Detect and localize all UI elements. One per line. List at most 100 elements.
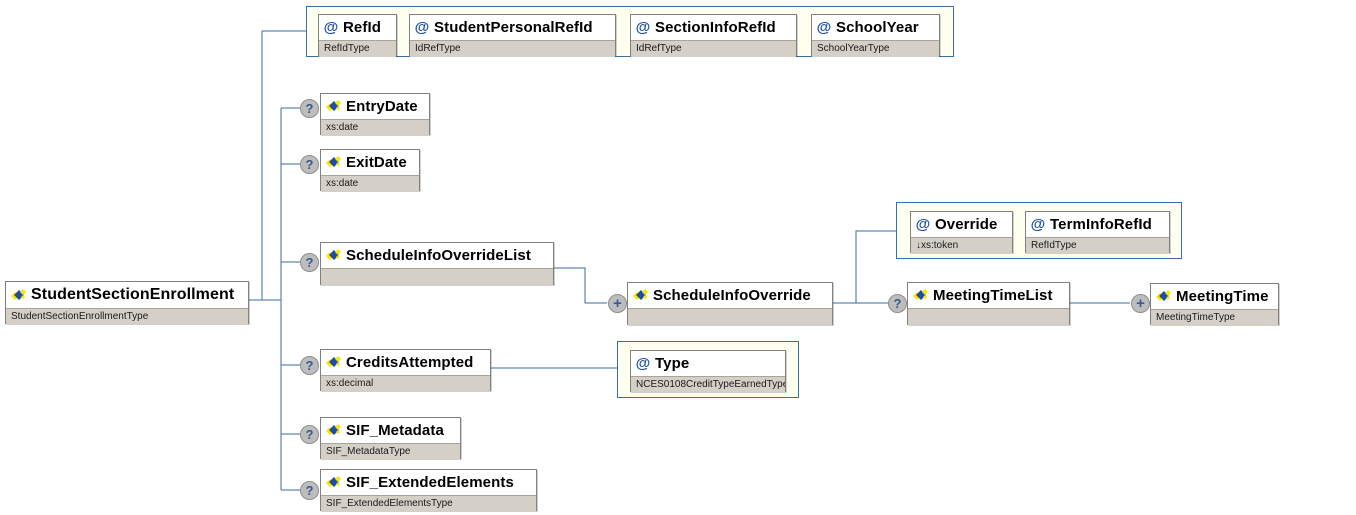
element-typebar: xs:decimal	[321, 375, 490, 392]
attribute-typebar: IdRefType	[410, 40, 615, 57]
element-node-creditsattempted[interactable]: CreditsAttempted xs:decimal	[320, 349, 491, 392]
wire-overridelist-to-override	[554, 267, 607, 304]
attribute-icon: @	[635, 355, 651, 372]
attribute-typebar: RefIdType	[1026, 237, 1169, 254]
attribute-icon: @	[1030, 216, 1046, 233]
attribute-typebar: NCES0108CreditTypeEarnedType	[631, 376, 785, 393]
attribute-node-override[interactable]: @ Override ↓xs:token	[910, 211, 1013, 254]
element-name: ExitDate	[346, 154, 407, 171]
occurrence-marker-sifextendedelements[interactable]: ?	[300, 481, 319, 500]
element-node-scheduleinfooverride[interactable]: ScheduleInfoOverride	[627, 282, 833, 325]
occurrence-marker-scheduleinfooverridelist[interactable]: ?	[300, 253, 319, 272]
element-node-meetingtime[interactable]: MeetingTime MeetingTimeType	[1150, 283, 1279, 326]
attribute-title: @ SectionInfoRefId	[631, 15, 796, 40]
element-name: ScheduleInfoOverride	[653, 287, 811, 304]
occurrence-marker-meetingtimelist[interactable]: ?	[888, 294, 907, 313]
element-icon	[1155, 289, 1172, 304]
occurrence-marker-exitdate[interactable]: ?	[300, 155, 319, 174]
root-type: StudentSectionEnrollmentType	[11, 311, 149, 322]
attribute-title: @ RefId	[319, 15, 396, 40]
attribute-type: NCES0108CreditTypeEarnedType	[636, 379, 785, 390]
element-title: SIF_ExtendedElements	[321, 470, 536, 495]
attribute-type: ↓xs:token	[916, 240, 959, 251]
element-icon	[325, 155, 342, 170]
element-type: xs:date	[326, 178, 359, 189]
element-typebar: MeetingTimeType	[1151, 309, 1278, 326]
attribute-node-terminforefid[interactable]: @ TermInfoRefId RefIdType	[1025, 211, 1170, 254]
element-typebar	[628, 308, 832, 325]
element-type: SIF_MetadataType	[326, 446, 411, 457]
element-title: ExitDate	[321, 150, 419, 175]
attribute-icon: @	[635, 19, 651, 36]
element-type: xs:date	[326, 122, 359, 133]
attribute-type: IdRefType	[636, 43, 682, 54]
root-title: StudentSectionEnrollment	[6, 282, 248, 308]
attribute-node-sectioninforefid[interactable]: @ SectionInfoRefId IdRefType	[630, 14, 797, 57]
attribute-title: @ StudentPersonalRefId	[410, 15, 615, 40]
element-type: SIF_ExtendedElementsType	[326, 498, 453, 509]
occurrence-marker-creditsattempted[interactable]: ?	[300, 356, 319, 375]
attribute-node-refid[interactable]: @ RefId RefIdType	[318, 14, 397, 57]
attribute-title: @ TermInfoRefId	[1026, 212, 1169, 237]
root-name: StudentSectionEnrollment	[31, 286, 235, 303]
root-node-studentsectionenrollment[interactable]: StudentSectionEnrollment StudentSectionE…	[5, 281, 249, 325]
element-node-sif-extendedelements[interactable]: SIF_ExtendedElements SIF_ExtendedElement…	[320, 469, 537, 512]
attribute-node-studentpersonalrefid[interactable]: @ StudentPersonalRefId IdRefType	[409, 14, 616, 57]
attribute-typebar: IdRefType	[631, 40, 796, 57]
element-name: MeetingTimeList	[933, 287, 1053, 304]
attribute-node-type[interactable]: @ Type NCES0108CreditTypeEarnedType	[630, 350, 786, 393]
attribute-icon: @	[915, 216, 931, 233]
element-typebar: xs:date	[321, 119, 429, 136]
attribute-type: SchoolYearType	[817, 43, 890, 54]
attribute-type: IdRefType	[415, 43, 461, 54]
attribute-icon: @	[414, 19, 430, 36]
occurrence-marker-entrydate[interactable]: ?	[300, 99, 319, 118]
attribute-name: StudentPersonalRefId	[434, 19, 593, 36]
element-typebar: SIF_MetadataType	[321, 443, 460, 460]
root-typebar: StudentSectionEnrollmentType	[6, 308, 248, 325]
element-title: ScheduleInfoOverride	[628, 283, 832, 308]
element-icon	[325, 99, 342, 114]
attribute-typebar: ↓xs:token	[911, 237, 1012, 254]
element-title: CreditsAttempted	[321, 350, 490, 375]
element-title: ScheduleInfoOverrideList	[321, 243, 553, 268]
occurrence-marker-scheduleinfooverride[interactable]: +	[608, 294, 627, 313]
element-node-exitdate[interactable]: ExitDate xs:date	[320, 149, 420, 192]
attribute-icon: @	[323, 19, 339, 36]
attribute-title: @ Type	[631, 351, 785, 376]
attribute-name: Override	[935, 216, 998, 233]
element-type: MeetingTimeType	[1156, 312, 1236, 323]
element-name: MeetingTime	[1176, 288, 1269, 305]
attribute-name: Type	[655, 355, 690, 372]
attribute-name: RefId	[343, 19, 381, 36]
attribute-title: @ Override	[911, 212, 1012, 237]
wire-override-to-attribute-group	[855, 230, 896, 303]
element-icon	[632, 288, 649, 303]
element-name: EntryDate	[346, 98, 418, 115]
element-node-scheduleinfooverridelist[interactable]: ScheduleInfoOverrideList	[320, 242, 554, 285]
element-name: SIF_Metadata	[346, 422, 444, 439]
attribute-title: @ SchoolYear	[812, 15, 939, 40]
element-title: SIF_Metadata	[321, 418, 460, 443]
occurrence-marker-meetingtime[interactable]: +	[1131, 294, 1150, 313]
element-title: MeetingTime	[1151, 284, 1278, 309]
attribute-typebar: SchoolYearType	[812, 40, 939, 57]
element-node-sif-metadata[interactable]: SIF_Metadata SIF_MetadataType	[320, 417, 461, 460]
occurrence-marker-sifmetadata[interactable]: ?	[300, 425, 319, 444]
element-name: CreditsAttempted	[346, 354, 474, 371]
element-typebar: xs:date	[321, 175, 419, 192]
element-icon	[325, 475, 342, 490]
element-icon	[325, 248, 342, 263]
attribute-name: SchoolYear	[836, 19, 919, 36]
element-node-entrydate[interactable]: EntryDate xs:date	[320, 93, 430, 136]
element-icon	[325, 355, 342, 370]
element-node-meetingtimelist[interactable]: MeetingTimeList	[907, 282, 1070, 325]
element-typebar: SIF_ExtendedElementsType	[321, 495, 536, 512]
attribute-node-schoolyear[interactable]: @ SchoolYear SchoolYearType	[811, 14, 940, 57]
element-icon	[912, 288, 929, 303]
attribute-type: RefIdType	[1031, 240, 1077, 251]
element-name: ScheduleInfoOverrideList	[346, 247, 531, 264]
attribute-name: TermInfoRefId	[1050, 216, 1152, 233]
element-icon	[325, 423, 342, 438]
